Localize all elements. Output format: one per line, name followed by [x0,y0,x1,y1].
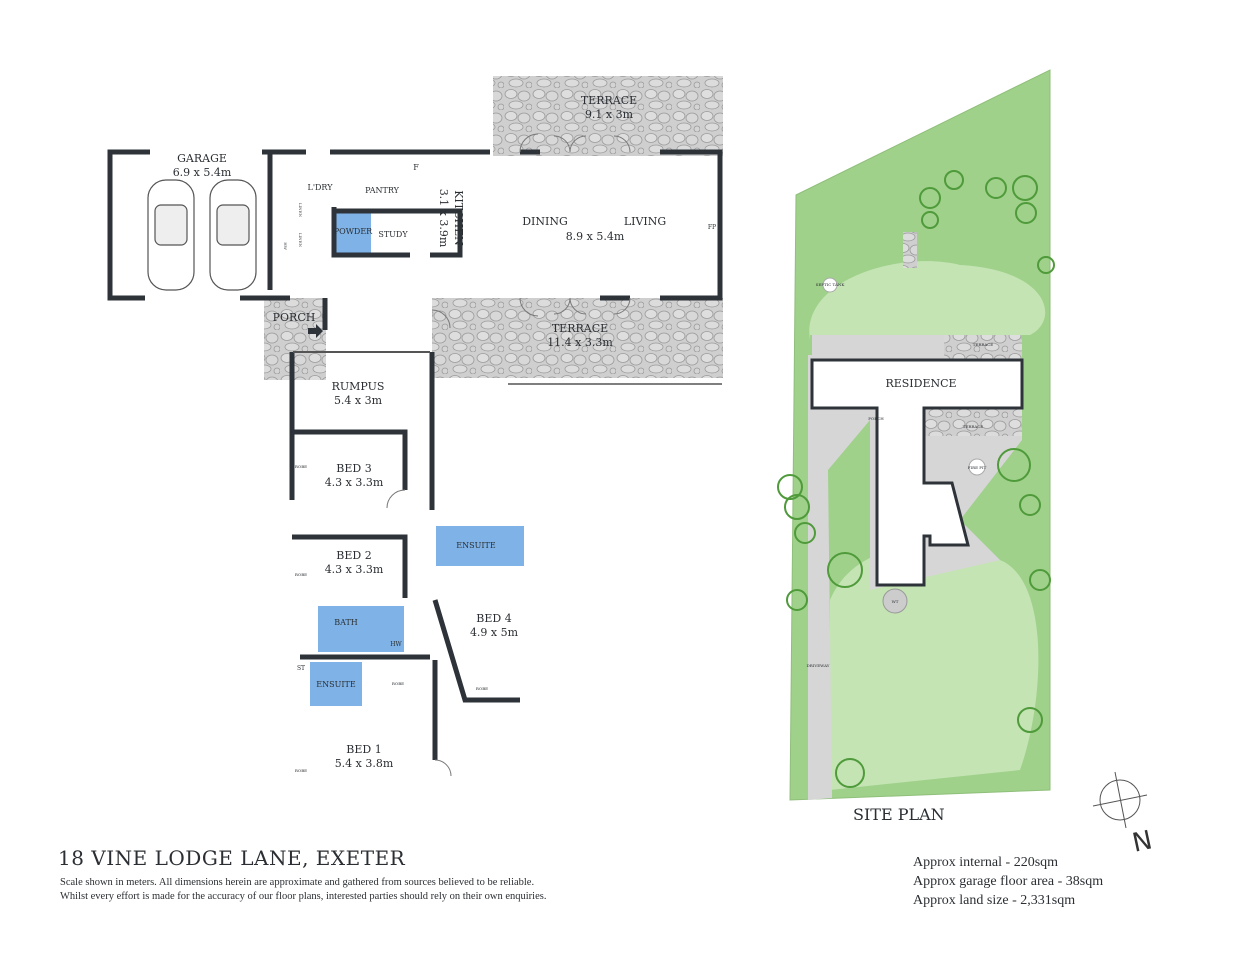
kitchen-size: 3.1 x 3.9m [437,189,450,248]
ensuite-label: ENSUITE [316,680,356,689]
bed3-label: BED 3 [336,462,371,475]
living-label: LIVING [624,215,666,228]
terrace-bottom-label: TERRACE [552,322,608,335]
dining-living-size: 8.9 x 5.4m [566,230,625,243]
garage-label: GARAGE [177,152,227,165]
disclaimer-line: Whilst every effort is made for the accu… [60,891,547,902]
porch-label: PORCH [273,311,316,324]
st-label: ST [297,665,305,672]
linen-label: LINEN [298,203,303,218]
residence [810,358,1024,587]
residence-label: RESIDENCE [885,377,956,390]
rumpus-size: 5.4 x 3m [334,394,383,407]
pantry-label: PANTRY [365,186,400,195]
site-terrace [924,408,1022,436]
compass-icon [1092,771,1148,829]
entry-arrow-icon [308,324,323,338]
bed4-label: BED 4 [476,612,511,625]
site-plan-title: SITE PLAN [853,805,945,824]
hw-label: HW [283,242,288,250]
study-label: STUDY [378,230,408,239]
area-land: Approx land size - 2,331sqm [913,893,1076,908]
site-terrace [944,335,1022,360]
ensuite-4 [436,526,524,566]
bed2-size: 4.3 x 3.3m [325,563,384,576]
bed2-label: BED 2 [336,549,371,562]
car-icon [147,179,257,291]
lawn [830,545,1039,790]
area-internal: Approx internal - 220sqm [913,855,1059,870]
bed4-size: 4.9 x 5m [470,626,519,639]
powder-label: POWDER [334,227,373,236]
disclaimer-line: Scale shown in meters. All dimensions he… [60,877,535,888]
wt-label: WT [892,599,899,604]
bed1-size: 5.4 x 3.8m [335,757,394,770]
septic-label: SEPTIC TANK [816,282,846,287]
lawn [809,261,1046,340]
doors [386,133,631,777]
fire-pit-label: FIRE PIT [968,465,987,470]
ensuite-label: ENSUITE [456,541,496,550]
bed3-size: 4.3 x 3.3m [325,476,384,489]
terrace-top [493,76,723,156]
rumpus-label: RUMPUS [332,380,385,393]
tree-icons [777,170,1055,788]
site-plan: RESIDENCE TERRACE TERRACE PORCH FIRE PIT… [777,69,1055,801]
site-terrace-label: TERRACE [963,424,984,429]
terrace-top-label: TERRACE [581,94,637,107]
robe-label: ROBE [476,686,488,691]
driveway [808,355,870,800]
ensuite-1 [310,662,362,706]
kitchen-label: KITCHEN [452,190,465,246]
bath-label: BATH [334,618,358,627]
linen-label: LINEN [298,233,303,248]
porch-area [264,298,326,380]
hw-label: HW [390,641,402,648]
garage-size: 6.9 x 5.4m [173,166,232,179]
robe-label: ROBE [392,681,404,686]
robe-label: ROBE [295,768,307,773]
terrace-bottom-size: 11.4 x 3.3m [547,336,613,349]
property-address: 18 VINE LODGE LANE, EXETER [58,846,406,870]
fridge-label: F [413,163,419,172]
compass-north-label: N [1130,825,1155,858]
area-summary: Approx internal - 220sqm Approx garage f… [913,853,1103,910]
site-porch-label: PORCH [868,416,884,421]
powder-room [334,211,371,255]
walls [107,149,723,760]
driveway-label: DRIVEWAY [807,663,830,668]
terrace-top-size: 9.1 x 3m [585,108,634,121]
bath-room [318,606,404,652]
disclaimer: Scale shown in meters. All dimensions he… [60,876,546,904]
robe-label: ROBE [295,572,307,577]
fireplace-label: FP [708,224,716,231]
robe-label: ROBE [295,464,307,469]
area-garage: Approx garage floor area - 38sqm [913,874,1104,889]
dining-label: DINING [522,215,568,228]
laundry-label: L'DRY [308,183,334,192]
bed1-label: BED 1 [346,743,381,756]
site-terrace-label: TERRACE [973,342,994,347]
